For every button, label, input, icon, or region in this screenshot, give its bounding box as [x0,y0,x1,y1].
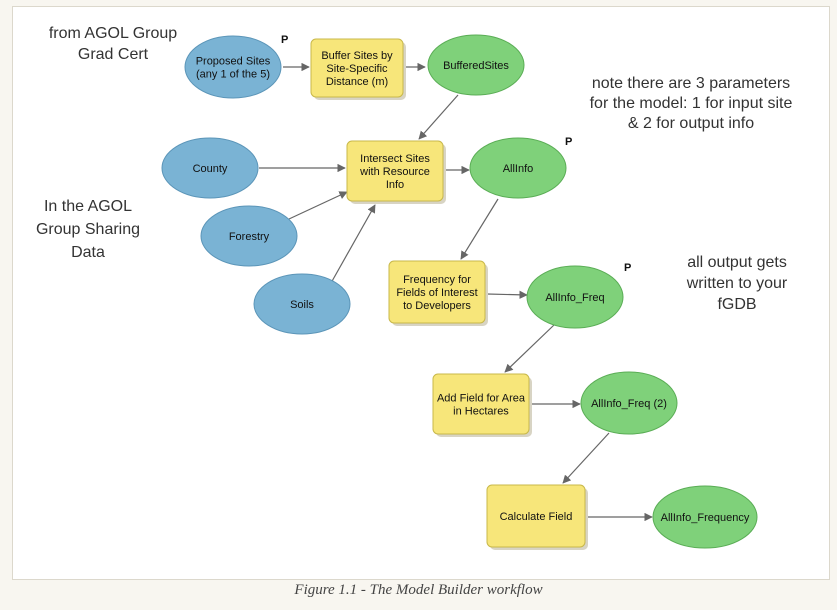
forestry-shape [200,205,298,267]
grad-cert-note-line: Grad Cert [78,46,149,63]
allinfo-freq2-shape [580,371,678,435]
allinfo-frequency-shape [652,485,758,549]
frequency-tool-label: Frequency for [403,274,471,286]
calculate-tool-label: Calculate Field [500,511,573,523]
buffer-tool-label: Site-Specific [326,63,388,75]
sharing-note-line: In the AGOL [44,198,132,215]
allinfo-variable[interactable]: AllInfo P [469,136,572,199]
addfield-tool-label: Add Field for Area [437,393,526,405]
connector-arrow [504,324,555,373]
connectors [259,62,653,522]
sharing-note-line: Data [71,244,105,261]
connector-arrow [288,191,348,220]
proposed-sites-variable[interactable]: Proposed Sites(any 1 of the 5) P [184,34,288,99]
connector-arrow [486,290,528,300]
model-builder-diagram: Proposed Sites(any 1 of the 5) P Buffer Si… [12,6,830,580]
parameters-note-line: note there are 3 parameters [592,75,790,92]
grad-cert-note-line: from AGOL Group [49,25,177,42]
soils-label: Soils [290,299,314,311]
proposed-sites-parameter-marker: P [281,34,288,46]
calculate-tool-shape [486,484,586,548]
sharing-note-line: Group Sharing [36,221,140,238]
output-note-line: written to your [686,275,788,292]
allinfo-freq-parameter-marker: P [624,262,631,274]
allinfo-freq-variable[interactable]: AllInfo_Freq P [526,262,631,329]
output-note: all output gets written to your fGDB [686,254,788,313]
forestry-label: Forestry [229,231,270,243]
allinfo-freq2-variable[interactable]: AllInfo_Freq (2) [580,371,678,435]
output-note-line: fGDB [717,296,756,313]
intersect-tool-label: Intersect Sites [360,153,430,165]
connector-arrow [330,204,376,284]
allinfo-parameter-marker: P [565,136,572,148]
figure-caption: Figure 1.1 - The Model Builder workflow [294,582,543,598]
allinfo-frequency-variable[interactable]: AllInfo_Frequency [652,485,758,549]
calculate-tool-tool[interactable]: Calculate Field [486,484,588,550]
buffer-tool-label: Distance (m) [326,76,388,88]
intersect-tool-label: with Resource [359,166,430,178]
proposed-sites-label: Proposed Sites [196,56,271,68]
parameters-note: note there are 3 parameters for the model… [590,75,793,132]
allinfo-freq-shape [526,265,624,329]
connector-arrow [418,94,459,140]
county-variable[interactable]: County [161,137,259,199]
proposed-sites-label: (any 1 of the 5) [196,69,270,81]
output-note-line: all output gets [687,254,787,271]
frequency-tool-label: Fields of Interest [396,287,477,299]
connector-arrow [562,432,610,484]
buffer-tool-shape [310,38,404,98]
buffered-sites-variable[interactable]: BufferedSites [427,34,525,96]
county-shape [161,137,259,199]
frequency-tool-label: to Developers [403,300,471,312]
intersect-tool-label: Info [386,179,404,191]
proposed-sites-shape [184,35,282,99]
soils-variable[interactable]: Soils [253,273,351,335]
parameters-note-line: & 2 for output info [628,115,754,132]
connector-arrow [460,198,499,260]
forestry-variable[interactable]: Forestry [200,205,298,267]
allinfo-freq2-label: AllInfo_Freq (2) [591,398,667,410]
allinfo-freq-label: AllInfo_Freq [545,292,604,304]
buffered-sites-label: BufferedSites [443,60,509,72]
intersect-tool-shape [346,140,444,202]
addfield-tool-label: in Hectares [453,406,509,418]
allinfo-shape [469,137,567,199]
county-label: County [193,163,228,175]
addfield-tool-shape [432,373,530,435]
buffered-sites-shape [427,34,525,96]
soils-shape [253,273,351,335]
buffer-tool-label: Buffer Sites by [321,50,393,62]
parameters-note-line: for the model: 1 for input site [590,95,793,112]
frequency-tool-shape [388,260,486,324]
nodes: Proposed Sites(any 1 of the 5) P Buffer Si… [161,34,758,550]
allinfo-label: AllInfo [503,163,534,175]
diagram-canvas: Proposed Sites(any 1 of the 5) P Buffer Si… [36,25,793,550]
allinfo-frequency-label: AllInfo_Frequency [661,512,750,524]
